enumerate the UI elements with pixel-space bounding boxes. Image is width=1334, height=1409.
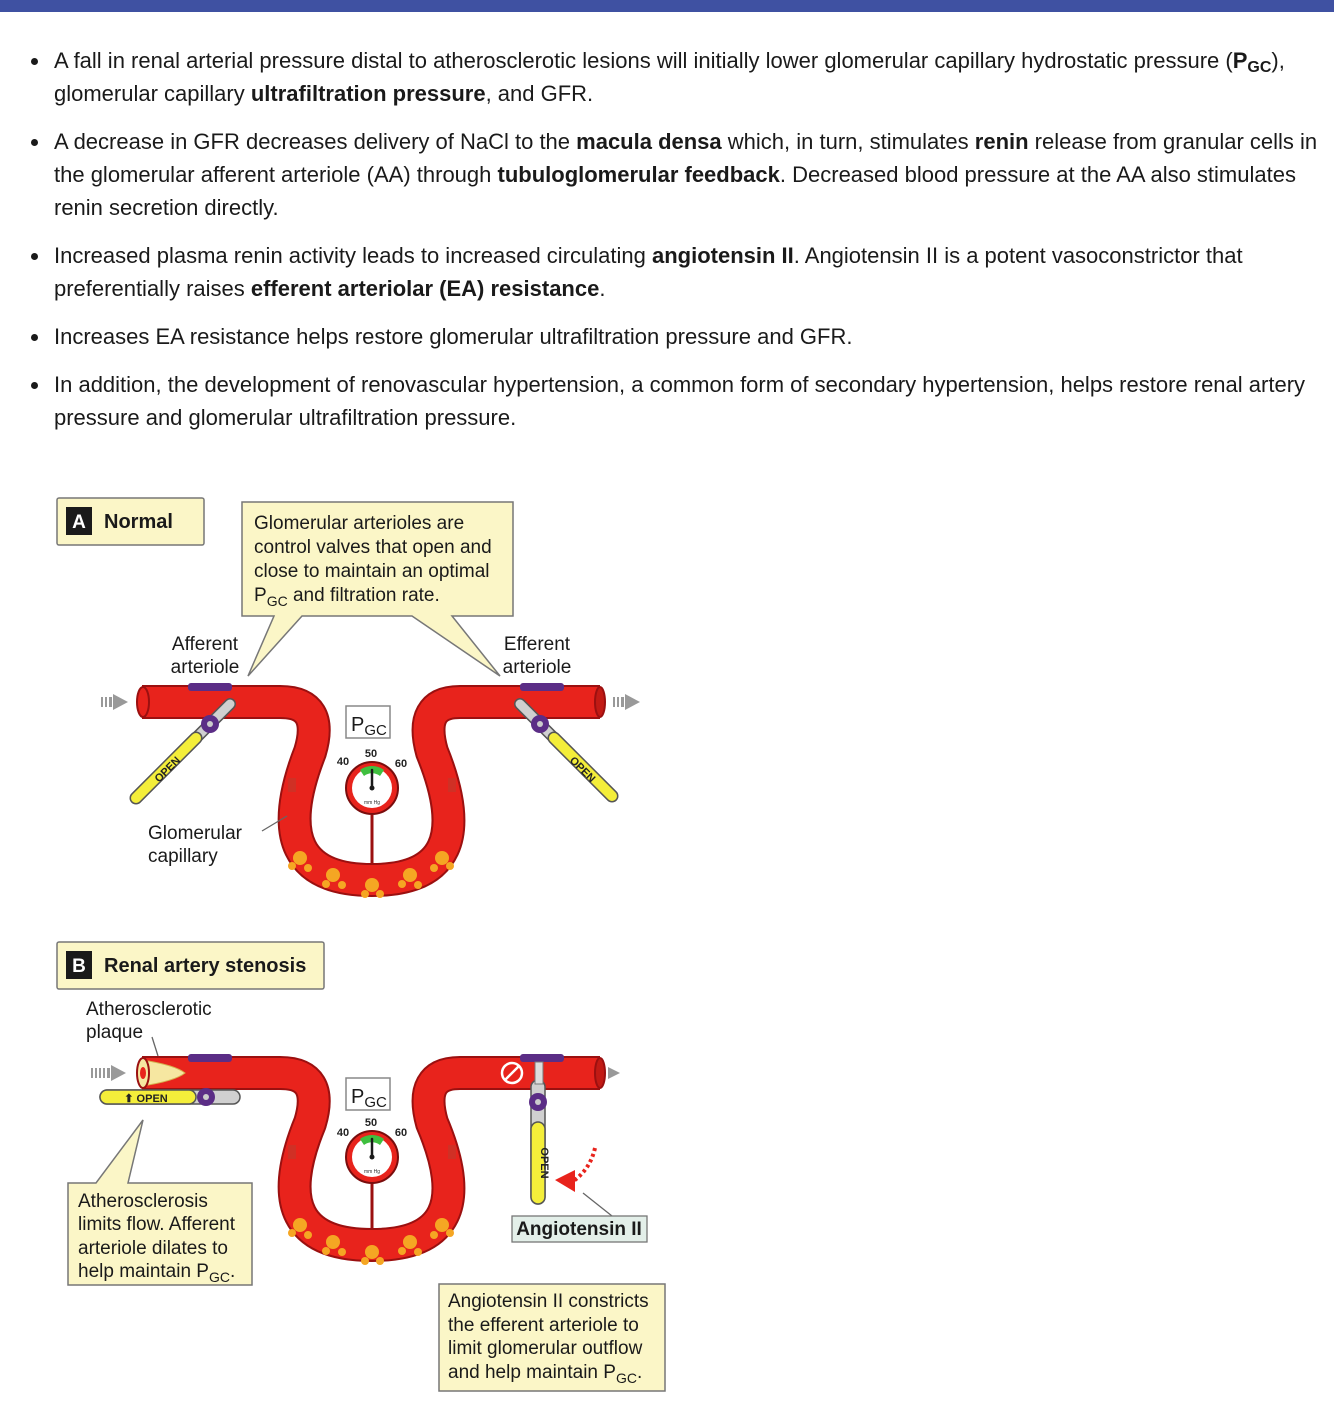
- afferent-label-line1: Afferent: [172, 634, 239, 655]
- bullet-item: Increases EA resistance helps restore gl…: [22, 320, 1326, 353]
- svg-text:40: 40: [337, 1127, 349, 1139]
- afferent-valve-b[interactable]: ⬆ OPEN: [99, 1088, 241, 1106]
- panel-b: B Renal artery stenosis Atherosclerotic …: [56, 941, 666, 1392]
- svg-text:Atherosclerosis: Atherosclerosis: [78, 1191, 208, 1212]
- svg-text:60: 60: [395, 1127, 407, 1139]
- svg-text:PGC: PGC: [351, 1086, 387, 1111]
- bullet-text-segment: . Decreased blood pressure at the AA als…: [54, 162, 1296, 220]
- bullet-text-segment: ultrafiltration pressure: [250, 81, 486, 106]
- flow-arrow-in-icon: [101, 694, 128, 710]
- flow-arrow-in-icon-b: [91, 1065, 126, 1081]
- bullet-item: A decrease in GFR decreases delivery of …: [22, 125, 1326, 224]
- svg-text:50: 50: [365, 748, 377, 760]
- bullet-item: A fall in renal arterial pressure distal…: [22, 44, 1326, 110]
- svg-text:and help maintain PGC.: and help maintain PGC.: [448, 1362, 642, 1386]
- afferent-valve-b-label: ⬆ OPEN: [124, 1093, 168, 1105]
- panel-a: A Normal Glomerular arterioles are contr…: [56, 497, 640, 898]
- bullet-list: A fall in renal arterial pressure distal…: [22, 44, 1326, 449]
- panel-b-letter: B: [72, 956, 86, 977]
- svg-text:limits flow. Afferent: limits flow. Afferent: [78, 1214, 236, 1235]
- atherosclerotic-plaque: [141, 1059, 186, 1087]
- svg-text:PGC: PGC: [351, 714, 387, 739]
- afferent-clamp: [188, 683, 232, 691]
- panel-a-callout-line1: Glomerular arterioles are: [254, 513, 464, 534]
- pgc-gauge-b: PGC 50 40 60 mm Hg: [337, 1077, 407, 1230]
- bullet-text-segment: tubuloglomerular feedback: [497, 162, 780, 187]
- panel-a-callout-line2: control valves that open and: [254, 537, 492, 558]
- bullet-text-segment: GC: [1247, 59, 1272, 76]
- bullet-text-segment: Increased plasma renin activity leads to…: [54, 243, 652, 268]
- flow-arrow-out-icon: [613, 694, 640, 710]
- svg-text:the efferent arteriole to: the efferent arteriole to: [448, 1315, 639, 1336]
- panel-b-left-callout: [67, 1119, 253, 1286]
- bullet-text-segment: which, in turn, stimulates: [721, 129, 975, 154]
- svg-text:Angiotensin II constricts: Angiotensin II constricts: [448, 1291, 649, 1312]
- bullet-text-segment: A decrease in GFR decreases delivery of …: [54, 129, 577, 154]
- panel-b-title: Renal artery stenosis: [104, 955, 306, 977]
- bullet-text-segment: angiotensin II: [651, 243, 794, 268]
- svg-text:50: 50: [365, 1117, 377, 1129]
- bullet-item: In addition, the development of renovasc…: [22, 368, 1326, 434]
- bullet-text-segment: ), glomerular capillary: [54, 48, 1285, 106]
- filtrate-drops-b: [288, 1218, 454, 1265]
- plaque-label-line2: plaque: [86, 1022, 143, 1043]
- bullet-item: Increased plasma renin activity leads to…: [22, 239, 1326, 305]
- efferent-valve-b[interactable]: OPEN: [529, 1061, 550, 1205]
- panel-a-callout: [241, 501, 514, 677]
- efferent-label-line1: Efferent: [504, 634, 571, 655]
- efferent-valve-b-label: OPEN: [538, 1147, 550, 1178]
- svg-text:arteriole dilates to: arteriole dilates to: [78, 1238, 228, 1259]
- bullet-text-segment: .: [599, 276, 606, 301]
- flow-arrow-out-icon-b: [608, 1067, 620, 1079]
- bullet-text-segment: macula densa: [576, 129, 722, 154]
- afferent-label-line2: arteriole: [171, 657, 240, 678]
- efferent-clamp: [520, 683, 564, 691]
- capillary-label-line2: capillary: [148, 846, 218, 867]
- efferent-label-line2: arteriole: [503, 657, 572, 678]
- filtrate-drops-a: [288, 851, 454, 898]
- afferent-valve[interactable]: OPEN: [129, 698, 236, 805]
- pgc-gauge-a: PGC 50 40 60 mm Hg: [337, 705, 407, 865]
- panel-a-letter: A: [72, 512, 86, 533]
- no-flow-icon: [500, 1061, 524, 1085]
- svg-text:help maintain PGC.: help maintain PGC.: [78, 1261, 235, 1285]
- bullet-text-segment: P: [1232, 48, 1248, 73]
- plaque-label-line1: Atherosclerotic: [86, 999, 212, 1020]
- bullet-text-segment: Increases EA resistance helps restore gl…: [54, 324, 853, 349]
- bullet-text-segment: release from granular cells in the glome…: [54, 129, 1318, 187]
- angiotensin-arrow-icon: [555, 1147, 597, 1192]
- bullet-text-segment: efferent arteriolar (EA) resistance: [250, 276, 600, 301]
- angiotensin-label: Angiotensin II: [516, 1219, 642, 1240]
- svg-text:60: 60: [395, 758, 407, 770]
- panel-a-callout-line4: PGC and filtration rate.: [254, 585, 440, 609]
- svg-text:40: 40: [337, 756, 349, 768]
- panel-a-callout-line3: close to maintain an optimal: [254, 561, 490, 582]
- svg-text:mm Hg: mm Hg: [364, 800, 380, 806]
- top-nav-bar: [0, 0, 1334, 12]
- capillary-label-line1: Glomerular: [148, 823, 243, 844]
- bullet-text-segment: . Angiotensin II is a potent vasoconstri…: [54, 243, 1243, 301]
- panel-a-title: Normal: [104, 511, 173, 533]
- bullet-text-segment: In addition, the development of renovasc…: [54, 372, 1306, 430]
- svg-text:limit glomerular outflow: limit glomerular outflow: [448, 1338, 643, 1359]
- renal-stenosis-diagram: A Normal Glomerular arterioles are contr…: [56, 497, 666, 1392]
- bullet-text-segment: , and GFR.: [485, 81, 594, 106]
- panel-b-right-callout: [438, 1283, 666, 1392]
- svg-text:mm Hg: mm Hg: [364, 1169, 380, 1175]
- bullet-text-segment: renin: [974, 129, 1029, 154]
- bullet-text-segment: A fall in renal arterial pressure distal…: [54, 48, 1233, 73]
